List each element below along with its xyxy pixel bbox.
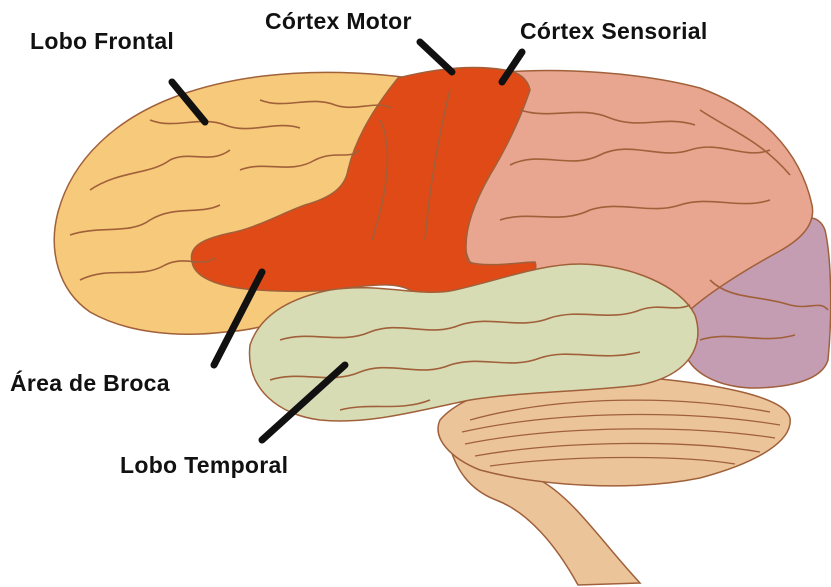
label-broca-area: Área de Broca <box>10 370 170 397</box>
label-temporal-lobe: Lobo Temporal <box>120 452 288 479</box>
label-sensory-cortex: Córtex Sensorial <box>520 18 708 45</box>
label-frontal-lobe: Lobo Frontal <box>30 28 174 55</box>
label-motor-cortex: Córtex Motor <box>265 8 412 35</box>
motor-pointer <box>420 42 452 72</box>
